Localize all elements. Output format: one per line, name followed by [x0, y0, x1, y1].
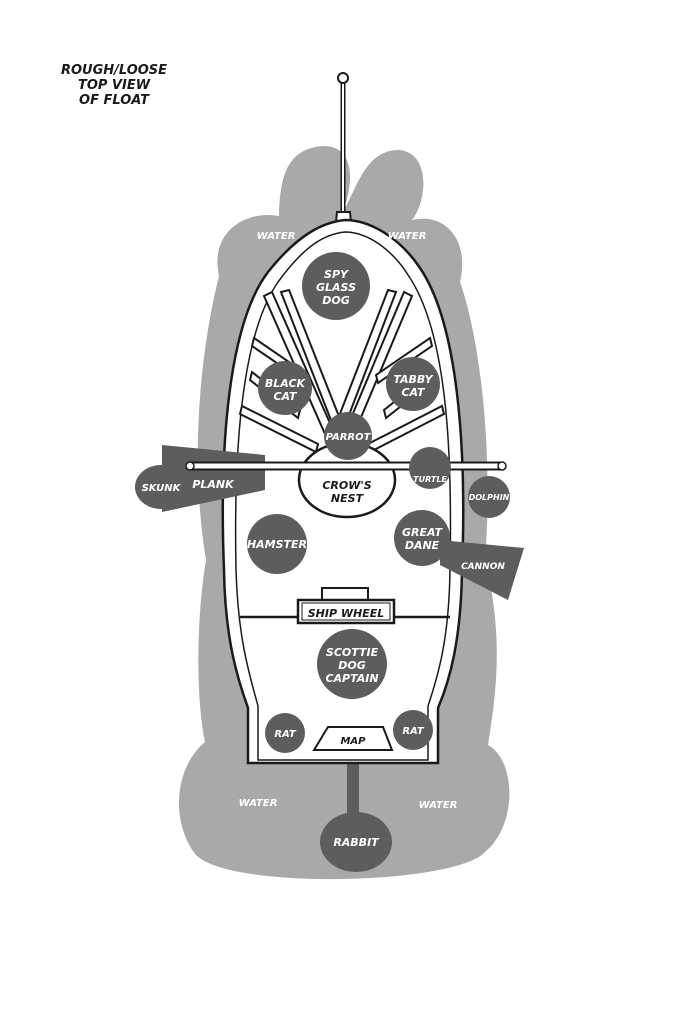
title-line-3: OF FLOAT — [79, 93, 150, 108]
water-label-top-right: WATER — [388, 231, 427, 242]
diagram-title: ROUGH/LOOSE TOP VIEW OF FLOAT — [61, 63, 167, 108]
dolphin: DOLPHIN — [468, 476, 510, 518]
spy-glass-dog-label-2: GLASS — [316, 281, 356, 294]
scottie-dog-captain-label-3: CAPTAIN — [325, 672, 378, 685]
cannon: CANNON — [440, 540, 524, 600]
crows-nest-label-2: NEST — [331, 492, 365, 505]
crows-nest-label-1: CROW'S — [322, 479, 371, 492]
rat-left: RAT — [265, 713, 305, 753]
turtle-label: TURTLE — [413, 475, 447, 484]
skunk-label: SKUNK — [142, 483, 182, 494]
skunk: SKUNK — [135, 465, 187, 509]
scottie-dog-captain-label-2: DOG — [338, 659, 366, 672]
map: MAP — [312, 726, 394, 751]
ship-wheel-label: SHIP WHEEL — [308, 607, 385, 620]
turtle: TURTLE — [409, 447, 451, 489]
rat-right-label: RAT — [402, 726, 424, 737]
dolphin-label: DOLPHIN — [469, 493, 510, 502]
water-label-bottom-right: WATER — [419, 800, 458, 811]
title-line-2: TOP VIEW — [78, 78, 151, 93]
parrot: PARROT — [324, 412, 372, 460]
spy-glass-dog-label-3: DOG — [322, 294, 350, 307]
spy-glass-dog: SPY GLASS DOG — [302, 252, 370, 320]
tabby-cat-label-1: TABBY — [393, 373, 433, 386]
ship-wheel: SHIP WHEEL — [296, 587, 396, 625]
water-labels: WATER WATER WATER WATER — [239, 231, 458, 811]
rabbit: RABBIT — [320, 812, 392, 872]
scottie-dog-captain: SCOTTIE DOG CAPTAIN — [317, 629, 387, 699]
water-label-bottom-left: WATER — [239, 798, 278, 809]
tabby-cat: TABBY CAT — [386, 357, 440, 411]
rat-left-label: RAT — [274, 729, 296, 740]
spy-glass-dog-label-1: SPY — [324, 268, 349, 281]
water-label-top-left: WATER — [257, 231, 296, 242]
cross-pole — [185, 461, 507, 471]
title-line-1: ROUGH/LOOSE — [61, 63, 167, 78]
black-cat: BLACK CAT — [258, 361, 312, 415]
characters: SPY GLASS DOG BLACK CAT TABBY CAT PARROT… — [135, 252, 510, 872]
tabby-cat-label-2: CAT — [401, 386, 426, 399]
rabbit-label: RABBIT — [333, 836, 380, 849]
rudder-bar — [347, 764, 359, 824]
plank-label: PLANK — [192, 478, 235, 491]
great-dane-label-2: DANE — [405, 539, 440, 552]
rat-right: RAT — [393, 710, 433, 750]
great-dane: GREAT DANE — [394, 510, 450, 566]
hamster-label: HAMSTER — [247, 538, 307, 551]
cannon-label: CANNON — [461, 562, 505, 572]
great-dane-label-1: GREAT — [402, 526, 443, 539]
black-cat-label-1: BLACK — [265, 377, 307, 390]
scottie-dog-captain-label-1: SCOTTIE — [326, 646, 379, 659]
black-cat-label-2: CAT — [273, 390, 298, 403]
map-label: MAP — [340, 736, 366, 747]
parrot-label: PARROT — [326, 432, 372, 443]
hamster: HAMSTER — [247, 514, 307, 574]
